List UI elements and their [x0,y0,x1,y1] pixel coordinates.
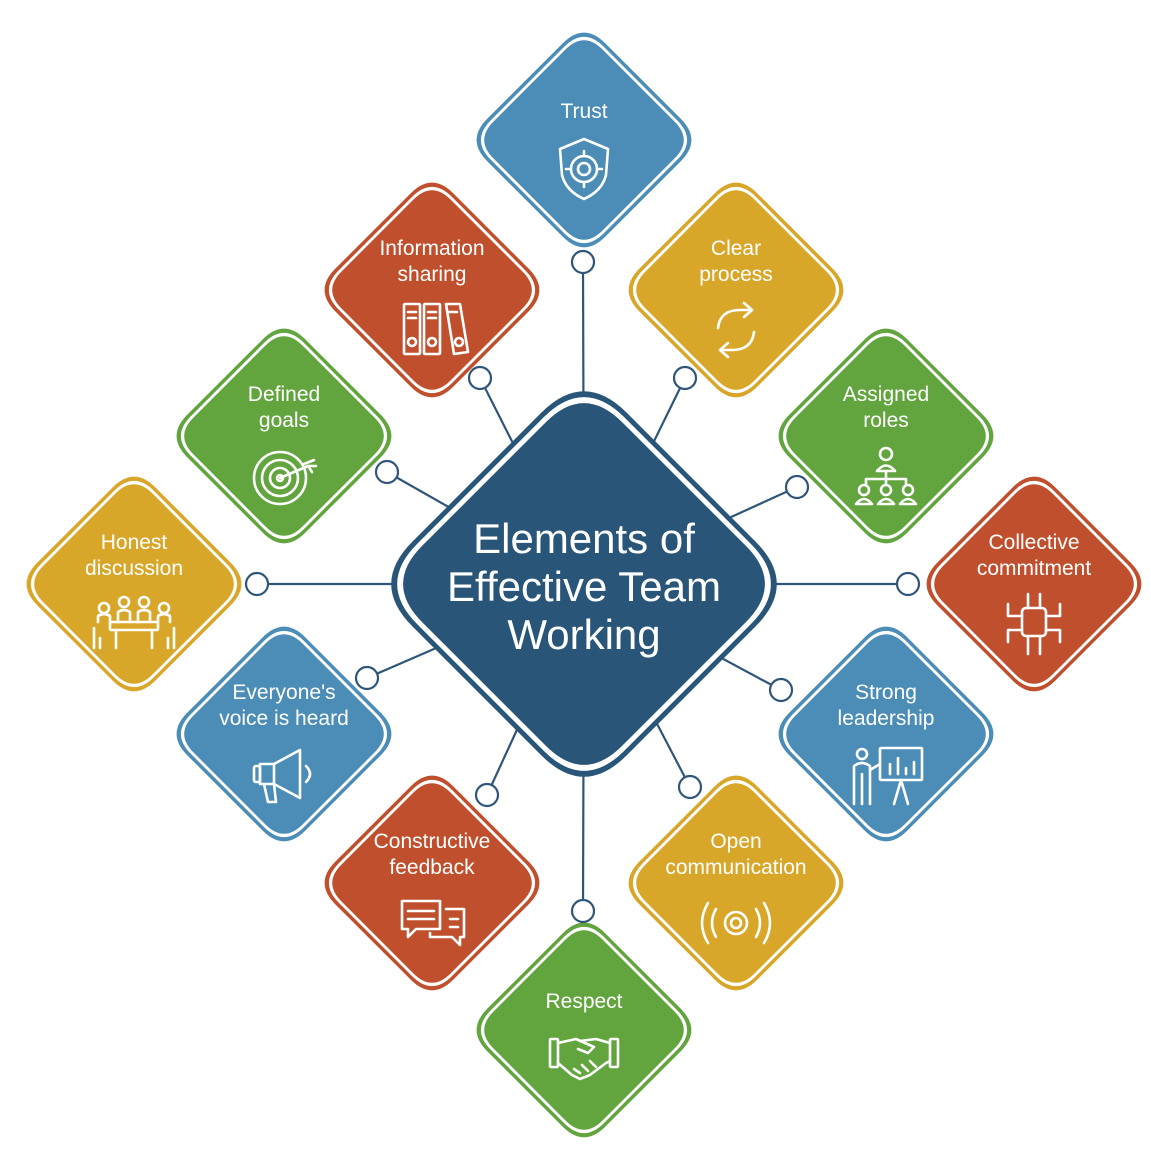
open-communication-fill [636,783,836,983]
meeting-table-icon [92,595,176,650]
information-sharing-label-line: Information [379,237,484,260]
clear-process-connector-dot [672,365,698,391]
tile-strong-leadership[interactable]: Strong leadership [778,626,994,842]
honest-discussion-label-line: Honest [101,531,168,554]
open-communication-label-line: communication [665,856,806,879]
assigned-roles-label-line: Assigned [843,383,929,406]
clear-process-fill [636,190,836,390]
strong-leadership-label: Strong leadership [838,681,935,730]
tile-respect[interactable]: Respect [476,922,692,1138]
everyones-voice-is-heard-label: Everyone's voice is heard [219,681,349,730]
information-sharing-fill [332,190,532,390]
information-sharing-label: Information sharing [379,237,484,286]
defined-goals-fill [184,336,384,536]
speech-bubbles-icon [400,899,466,947]
tile-constructive-feedback[interactable]: Constructive feedback [324,775,540,991]
constructive-feedback-fill [332,783,532,983]
tile-honest-discussion[interactable]: Honest discussion [26,476,242,692]
tile-open-communication[interactable]: Open communication [628,775,844,991]
center-title-line: Working [507,611,660,658]
assigned-roles-fill [786,336,986,536]
tile-collective-commitment[interactable]: Collective commitment [926,476,1142,692]
assigned-roles-connector-dot [784,474,810,500]
constructive-feedback-label-line: feedback [389,856,475,879]
tile-defined-goals[interactable]: Defined goals [176,328,392,544]
constructive-feedback-label-line: Constructive [374,830,491,853]
center-fill [403,403,765,765]
respect-label-line: Respect [545,990,622,1013]
clear-process-label-line: process [699,263,773,286]
broadcast-signal-icon [700,901,772,945]
dots-layer [244,249,921,924]
collective-commitment-connector-dot [895,571,921,597]
honest-discussion-label-line: discussion [85,557,183,580]
joined-hands-icon [1006,592,1062,656]
collective-commitment-label: Collective commitment [977,531,1092,580]
megaphone-icon [252,748,312,804]
constructive-feedback-connector-dot [474,782,500,808]
information-sharing-label-line: sharing [398,263,467,286]
trust-connector-dot [570,249,596,275]
collective-commitment-label-line: commitment [977,557,1092,580]
strong-leadership-label-line: leadership [838,707,935,730]
presenter-board-icon [852,746,924,806]
defined-goals-connector-dot [374,459,400,485]
open-communication-label-line: Open [710,830,761,853]
respect-label: Respect [545,990,622,1013]
clear-process-label-line: Clear [711,237,761,260]
tile-everyones-voice-is-heard[interactable]: Everyone's voice is heard [176,626,392,842]
center-title-line: Elements of [473,515,695,562]
information-sharing-connector-dot [467,365,493,391]
binders-icon [402,302,470,356]
target-icon [252,450,318,506]
honest-discussion-fill [34,484,234,684]
defined-goals-label-line: goals [259,409,309,432]
open-communication-label: Open communication [665,830,806,879]
assigned-roles-label-line: roles [863,409,909,432]
shield-icon [558,137,610,201]
defined-goals-label: Defined goals [248,383,320,432]
defined-goals-label-line: Defined [248,383,320,406]
collective-commitment-label-line: Collective [988,531,1079,554]
org-chart-people-icon [854,446,918,506]
trust-label: Trust [560,100,607,123]
assigned-roles-label: Assigned roles [843,383,929,432]
strong-leadership-label-line: Strong [855,681,917,704]
constructive-feedback-label: Constructive feedback [374,830,491,879]
center-title-line: Effective Team [447,563,721,610]
honest-discussion-label: Honest discussion [85,531,183,580]
handshake-icon [548,1037,620,1081]
tile-assigned-roles[interactable]: Assigned roles [778,328,994,544]
trust-label-line: Trust [560,100,607,123]
respect-connector-dot [570,898,596,924]
tile-information-sharing[interactable]: Information sharing [324,182,540,398]
clear-process-label: Clear process [699,237,773,286]
honest-discussion-connector-dot [244,571,270,597]
strong-leadership-connector-dot [768,677,794,703]
collective-commitment-fill [934,484,1134,684]
refresh-arrows-icon [716,301,756,359]
everyones-voice-is-heard-label-line: voice is heard [219,707,349,730]
everyones-voice-is-heard-connector-dot [354,665,380,691]
strong-leadership-fill [786,634,986,834]
open-communication-connector-dot [677,774,703,800]
everyones-voice-is-heard-fill [184,634,384,834]
everyones-voice-is-heard-label-line: Everyone's [232,681,335,704]
tile-trust[interactable]: Trust [476,32,692,248]
tile-clear-process[interactable]: Clear process [628,182,844,398]
respect-fill [484,930,684,1130]
